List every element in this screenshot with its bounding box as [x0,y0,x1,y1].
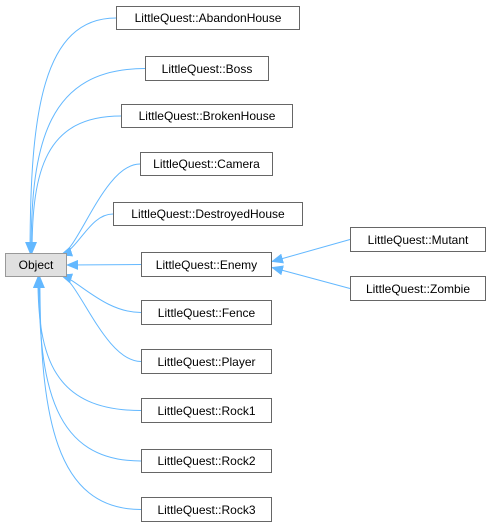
node-rock1[interactable]: LittleQuest::Rock1 [141,398,272,423]
node-rock1-label: LittleQuest::Rock1 [157,403,256,418]
node-abandon-house-label: LittleQuest::AbandonHouse [134,11,282,25]
node-fence-label: LittleQuest::Fence [157,305,256,320]
node-boss-label: LittleQuest::Boss [161,61,253,76]
node-mutant-label: LittleQuest::Mutant [367,232,469,247]
edge-abandon_house-to-object [25,17,117,254]
node-mutant[interactable]: LittleQuest::Mutant [350,227,486,252]
node-object-label: Object [18,258,54,272]
edge-rock3-to-object [34,276,142,510]
node-abandon-house[interactable]: LittleQuest::AbandonHouse [116,6,300,30]
edge-enemy-to-object [66,259,142,270]
node-broken-house-label: LittleQuest::BrokenHouse [138,109,276,123]
edge-broken_house-to-object [27,115,122,254]
edge-boss-to-object [26,68,146,254]
edge-mutant-to-enemy [271,239,351,264]
edge-rock1-to-object [32,276,142,411]
node-player-label: LittleQuest::Player [157,354,256,369]
node-rock2[interactable]: LittleQuest::Rock2 [141,449,272,473]
edge-zombie-to-enemy [271,265,351,289]
node-zombie-label: LittleQuest::Zombie [365,281,471,296]
node-enemy[interactable]: LittleQuest::Enemy [141,252,272,277]
node-boss[interactable]: LittleQuest::Boss [145,56,269,81]
node-fence[interactable]: LittleQuest::Fence [141,300,272,325]
node-rock3-label: LittleQuest::Rock3 [157,502,256,517]
node-destroyed-house[interactable]: LittleQuest::DestroyedHouse [113,202,303,226]
node-enemy-label: LittleQuest::Enemy [155,257,258,272]
edge-destroyed_house-to-object [60,213,114,257]
edge-player-to-object [60,273,142,362]
node-camera-label: LittleQuest::Camera [153,157,260,171]
node-player[interactable]: LittleQuest::Player [141,349,272,374]
node-object[interactable]: Object [5,253,67,277]
node-destroyed-house-label: LittleQuest::DestroyedHouse [131,207,285,221]
node-rock2-label: LittleQuest::Rock2 [157,454,256,468]
node-broken-house[interactable]: LittleQuest::BrokenHouse [121,104,293,128]
edge-fence-to-object [60,273,142,313]
edge-rock2-to-object [33,276,142,462]
node-rock3[interactable]: LittleQuest::Rock3 [141,497,272,522]
node-camera[interactable]: LittleQuest::Camera [140,152,273,176]
node-zombie[interactable]: LittleQuest::Zombie [350,276,486,301]
